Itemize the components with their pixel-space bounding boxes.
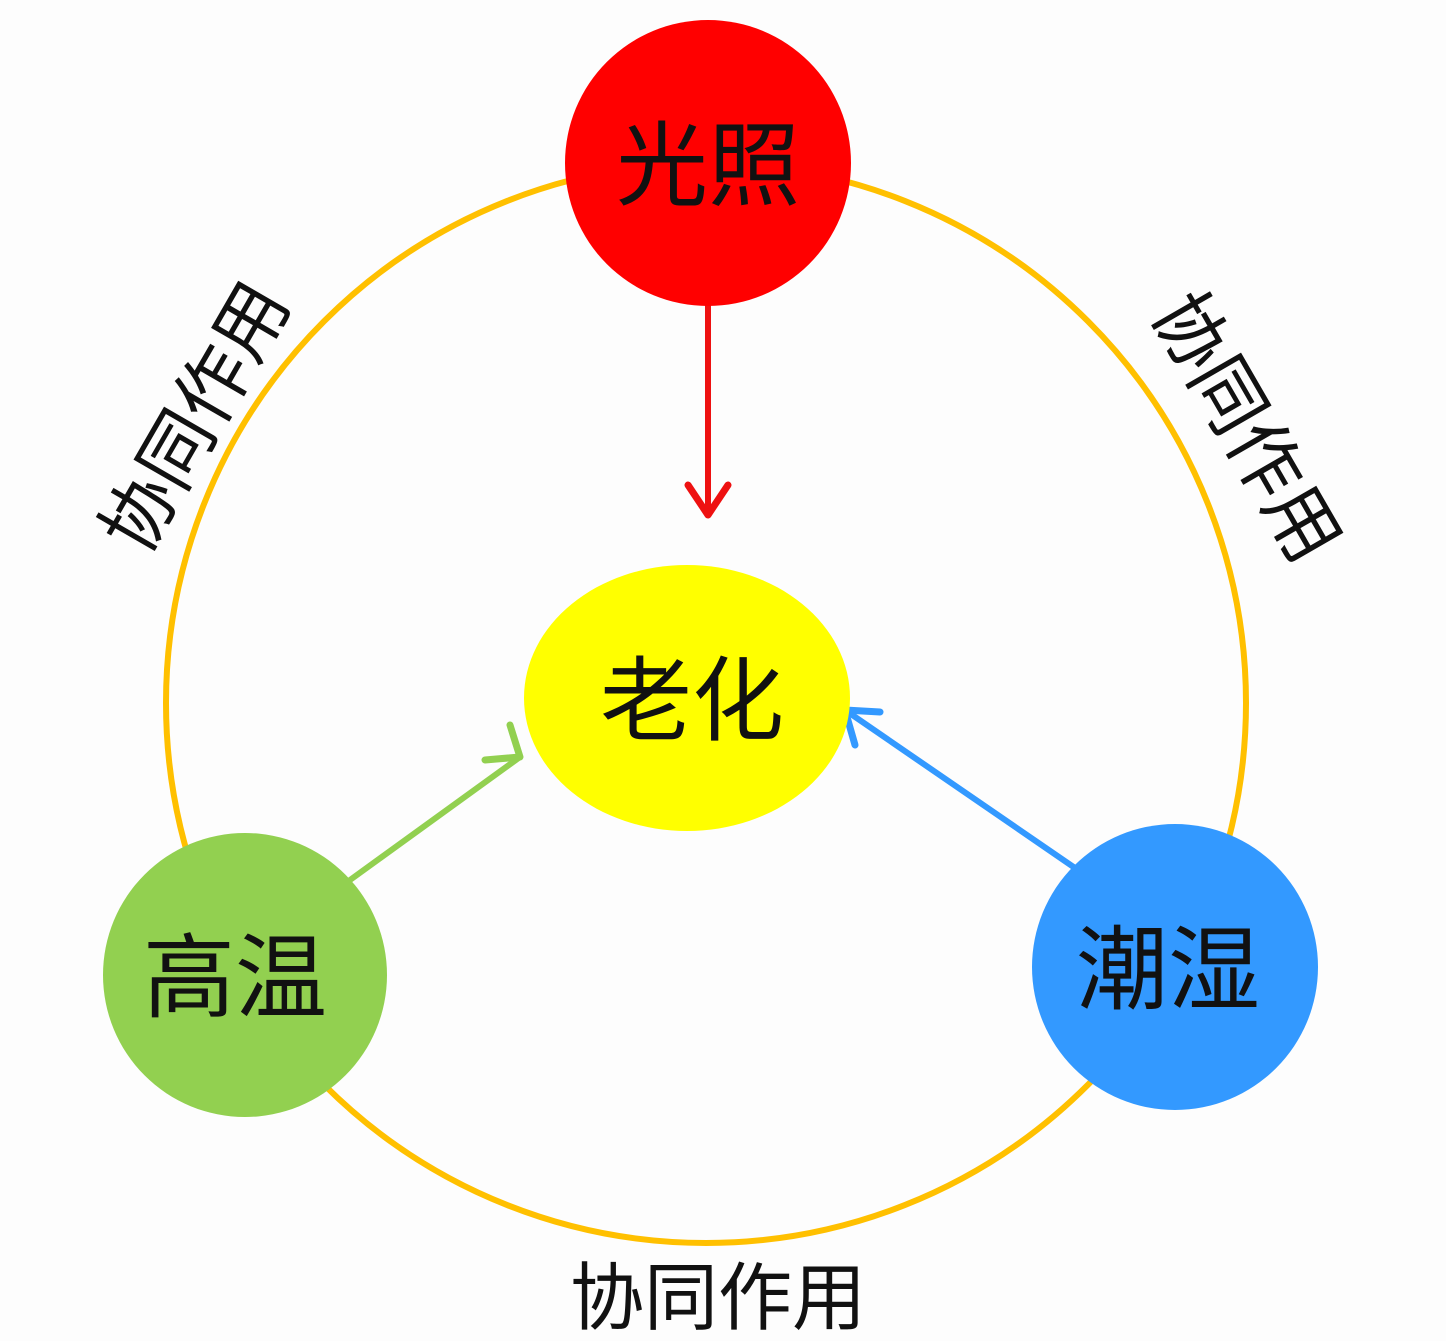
- node-humidity-label: 潮湿: [1076, 917, 1260, 1024]
- node-light: 光照: [565, 20, 851, 306]
- node-heat: 高温: [103, 833, 387, 1117]
- arrow-light-to-aging: [684, 297, 732, 519]
- edge-label-bottom: 协同作用: [570, 1256, 866, 1341]
- arrow-humidity-to-aging: [841, 706, 1078, 871]
- node-humidity: 潮湿: [1032, 824, 1318, 1110]
- center-label: 老化: [600, 648, 784, 755]
- center-node-aging: 老化: [524, 565, 850, 831]
- node-heat-label: 高温: [143, 925, 327, 1032]
- arrow-heat-to-aging: [347, 721, 524, 883]
- node-light-label: 光照: [616, 113, 800, 220]
